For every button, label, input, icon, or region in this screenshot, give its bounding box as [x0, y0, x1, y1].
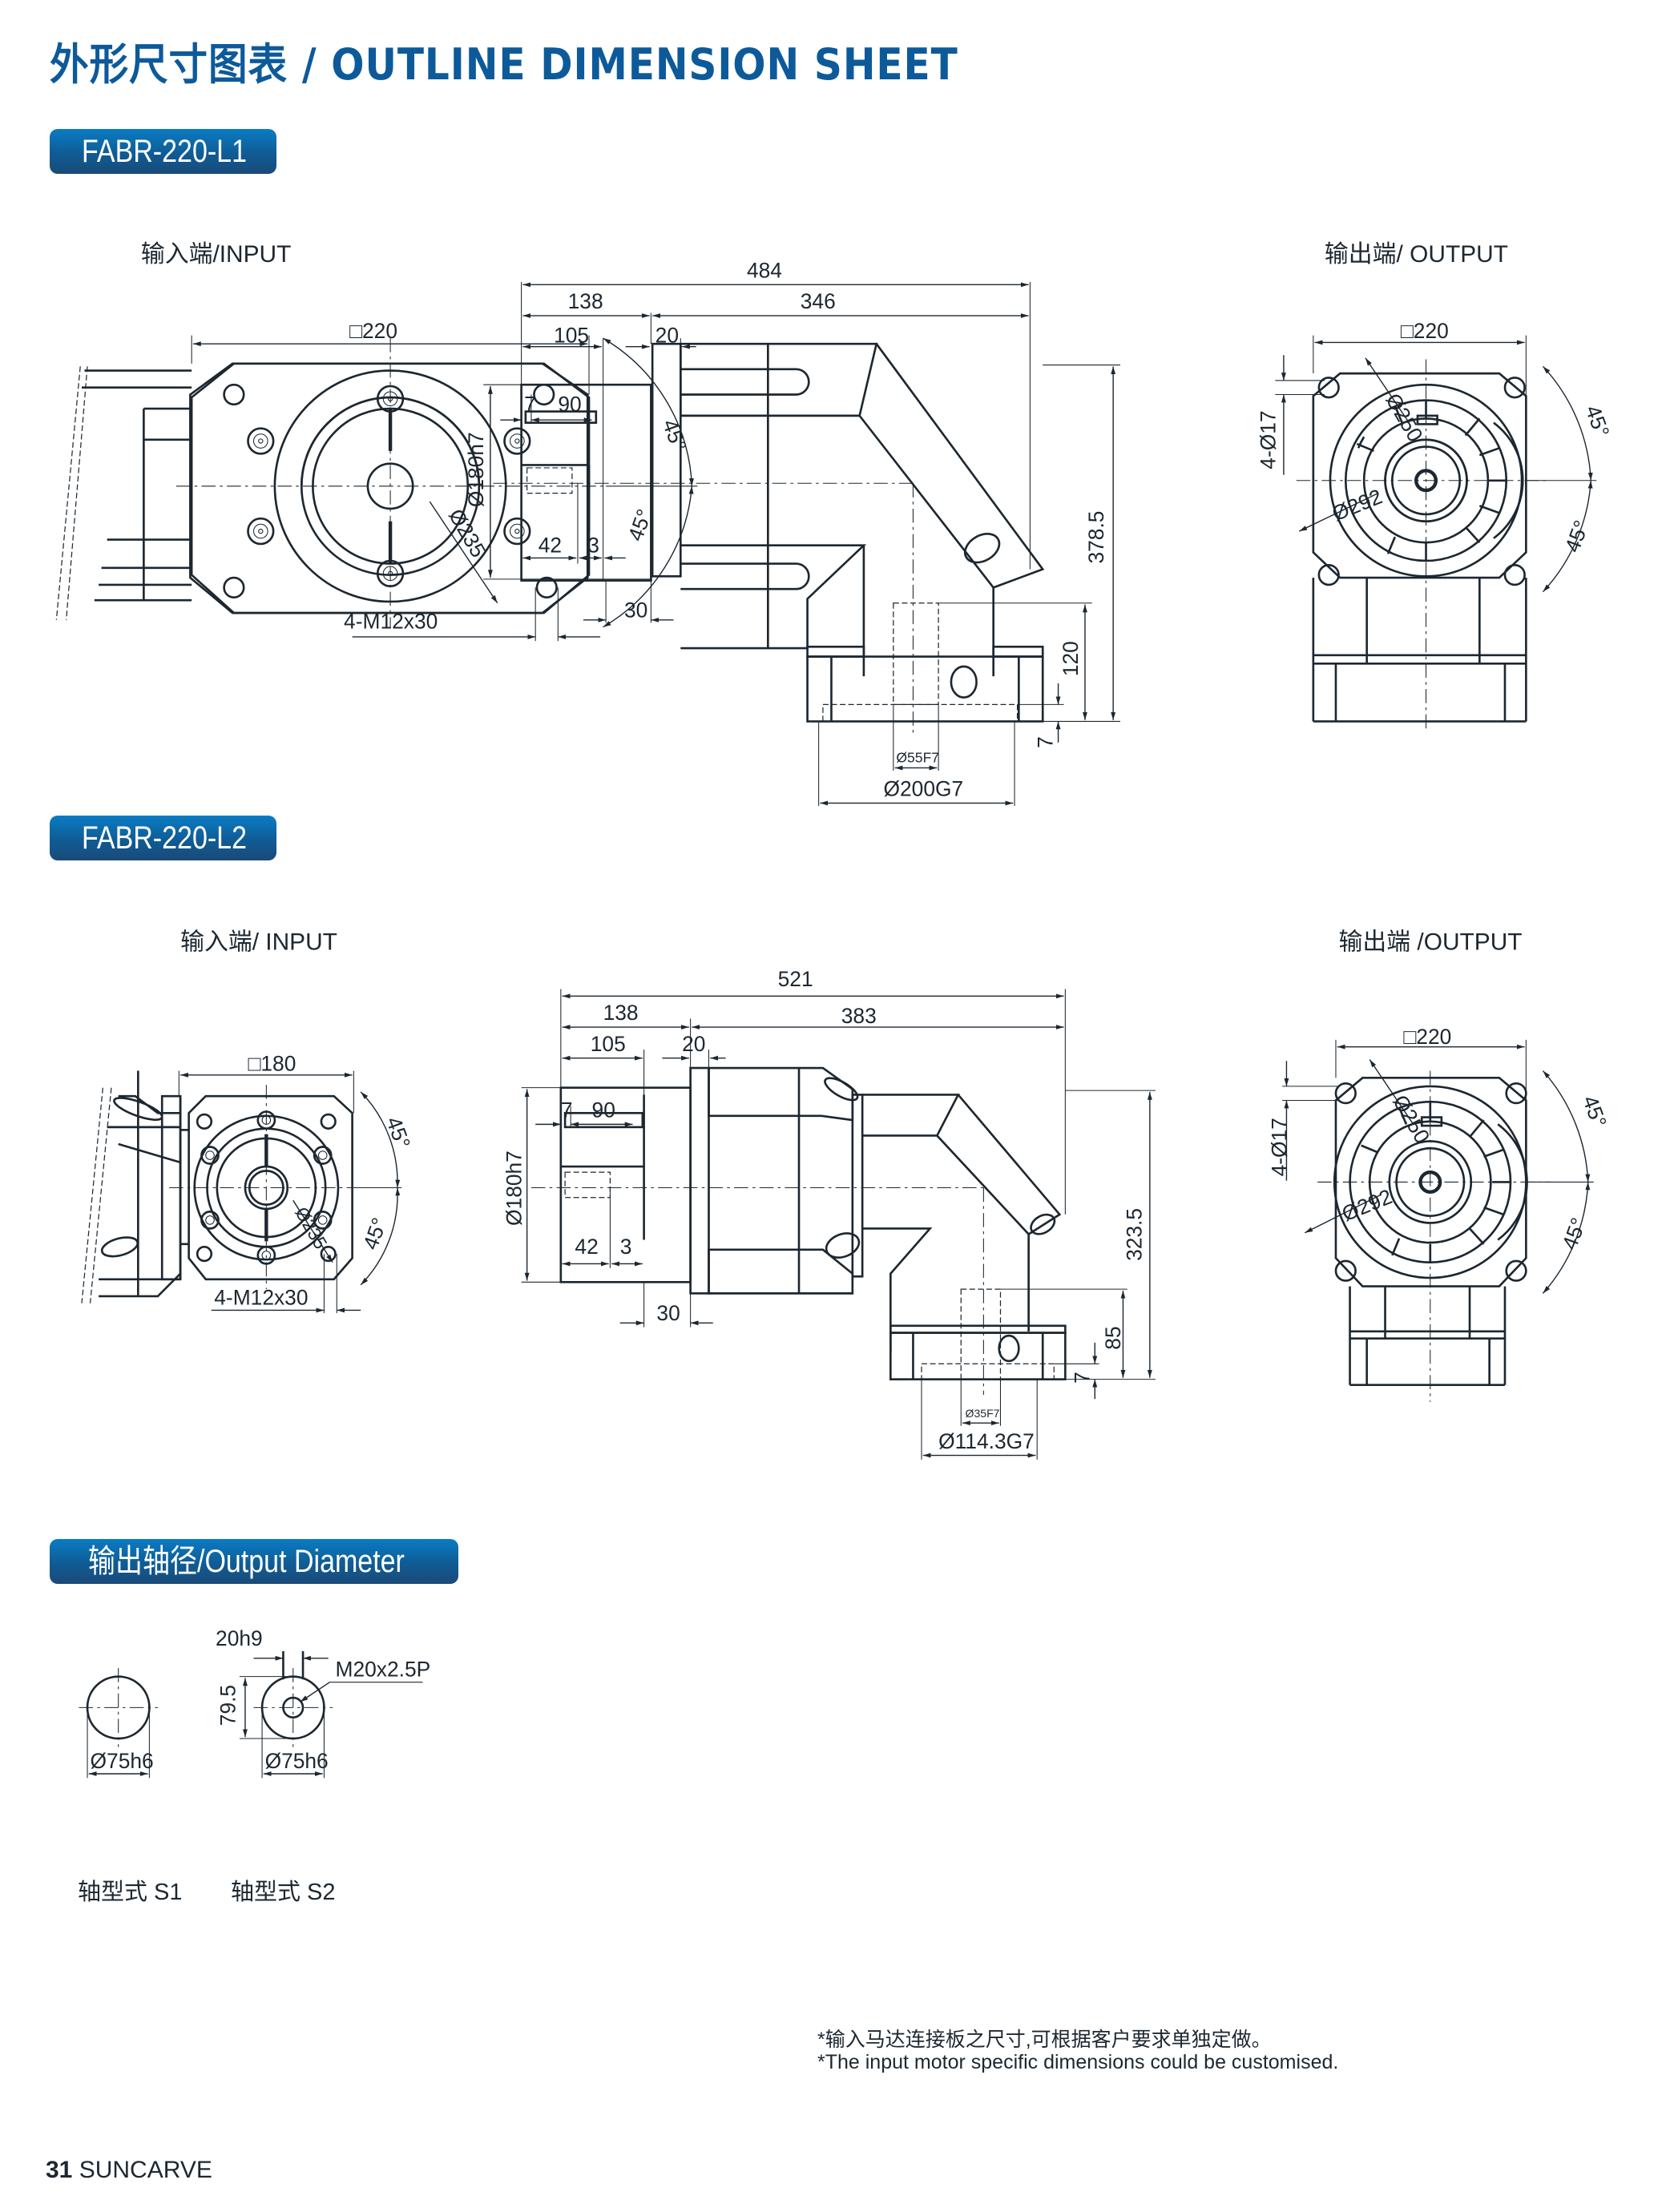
dim-shaft-length: 90 [558, 393, 581, 417]
view-label: 输出端/ OUTPUT [1325, 241, 1508, 268]
dim-flange-step: 20 [682, 1032, 705, 1056]
dim-thread: M20x2.5P [336, 1658, 431, 1682]
brand-name: SUNCARVE [79, 2157, 212, 2183]
dim-thread: 4-M12x30 [344, 609, 438, 633]
dim-pilot: Ø200G7 [884, 777, 964, 801]
rib-pockets [1361, 1102, 1528, 1263]
dim-shaft-offset: 7 [524, 393, 536, 417]
dim-square: □220 [1401, 319, 1449, 343]
dim-height: 378.5 [1084, 511, 1108, 564]
dim-angle-bottom: 45° [1557, 1215, 1591, 1253]
shaft-s1-drawing: Ø75h6 [79, 1668, 158, 1779]
l1-side-view: 484 138 346 105 20 7 90 Ø180h7 42 3 30 3… [464, 259, 1120, 806]
dim-thread: 4-M12x30 [214, 1285, 308, 1309]
page-title: 外形尺寸图表 / OUTLINE DIMENSION SHEET [50, 39, 958, 90]
dim-bore: Ø55F7 [896, 749, 939, 765]
dim-output-length: 383 [841, 1004, 877, 1028]
dim-total-length: 484 [747, 259, 782, 283]
shaft-type-s2-label: 轴型式 S2 [231, 1880, 336, 1905]
dim-30: 30 [656, 1301, 680, 1325]
dim-42: 42 [539, 533, 562, 557]
dim-3: 3 [620, 1235, 632, 1259]
rib-pockets [1356, 400, 1524, 561]
dim-angle-top: 45° [1578, 1092, 1611, 1130]
dim-spigot: Ø180h7 [464, 432, 488, 507]
dim-angle-bottom: 45° [1560, 518, 1594, 556]
dim-shaft-length: 90 [592, 1098, 615, 1122]
view-label: 输出端 /OUTPUT [1338, 929, 1522, 955]
l1-output-view: 输出端/ OUTPUT [1256, 241, 1615, 733]
dim-angle-top: 45° [381, 1114, 415, 1152]
dim-height: 323.5 [1122, 1208, 1146, 1261]
dim-holes: 4-Ø17 [1256, 410, 1280, 469]
note-en: *The input motor specific dimensions cou… [817, 2051, 1339, 2073]
dim-flange-depth: 105 [554, 323, 589, 347]
dim-output-height: 85 [1101, 1326, 1125, 1349]
dim-bore: Ø35F7 [966, 1407, 1000, 1420]
badge-label: FABR-220-L2 [82, 820, 247, 856]
section-badge-l1: FABR-220-L1 [50, 129, 276, 174]
shaft-s2-drawing: 20h9 79.5 M20x2.5P Ø75h6 [216, 1626, 431, 1779]
l1-input-view: 输入端/INPUT [55, 241, 698, 642]
dim-flange-step: 20 [655, 323, 679, 347]
dim-output-step: 7 [1034, 736, 1058, 748]
badge-label: 输出轴径/Output Diameter [88, 1544, 405, 1579]
l2-side-view: 521 138 383 105 20 7 90 Ø180h7 42 3 30 3… [502, 967, 1156, 1460]
dim-30: 30 [624, 598, 647, 622]
dim-output-step: 7 [1070, 1372, 1094, 1384]
dim-outer-dia: Ø292 [1338, 1184, 1395, 1226]
dim-square: □220 [1403, 1025, 1451, 1049]
dim-inner-dia: Ø250 [1388, 1090, 1434, 1147]
motor-flange [520, 383, 652, 582]
dim-holes: 4-Ø17 [1267, 1118, 1291, 1176]
bolt-holes [223, 383, 558, 599]
section-badge-l2: FABR-220-L2 [50, 816, 276, 860]
dim-key-width: 20h9 [216, 1626, 263, 1650]
dim-42: 42 [575, 1235, 598, 1259]
dim-output-height: 120 [1059, 641, 1083, 676]
dim-spigot: Ø180h7 [502, 1150, 526, 1226]
dim-pilot: Ø114.3G7 [938, 1429, 1035, 1453]
dim-flange-depth: 105 [591, 1032, 626, 1056]
shaft-type-s1-label: 轴型式 S1 [78, 1880, 183, 1905]
dim-shaft-offset: 7 [561, 1098, 573, 1122]
housing-stub [55, 366, 192, 620]
dim-input-length: 138 [568, 289, 603, 313]
dim-square: □220 [349, 319, 397, 343]
dim-total-length: 521 [778, 967, 813, 991]
dim-s1-dia: Ø75h6 [91, 1749, 154, 1773]
page-number: 31 [46, 2157, 73, 2183]
badge-label: FABR-220-L1 [82, 134, 247, 169]
view-label: 输入端/INPUT [141, 241, 292, 268]
note-cn: *输入马达连接板之尺寸,可根据客户要求单独定做。 [817, 2029, 1272, 2051]
dim-3: 3 [587, 533, 599, 557]
l2-output-view: 输出端 /OUTPUT [1267, 929, 1611, 1402]
dim-angle-top: 45° [1581, 402, 1615, 441]
dim-inner-dia: Ø250 [1381, 389, 1427, 446]
dim-key-height: 79.5 [216, 1685, 240, 1726]
section-badge-output-diameter: 输出轴径/Output Diameter [50, 1539, 458, 1584]
page-footer: 31 SUNCARVE [46, 2157, 212, 2184]
dim-s2-dia: Ø75h6 [265, 1749, 329, 1773]
l2-input-view: 输入端/ INPUT [81, 929, 415, 1313]
dim-input-length: 138 [603, 1001, 639, 1025]
dim-square: □180 [248, 1052, 296, 1076]
dim-output-length: 346 [801, 289, 836, 313]
view-label: 输入端/ INPUT [180, 929, 337, 955]
